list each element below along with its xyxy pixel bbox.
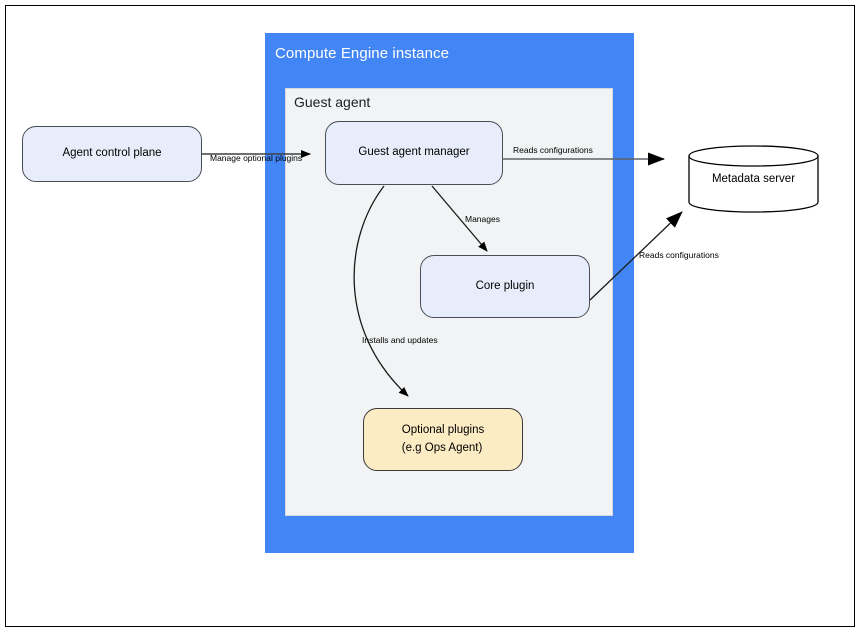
- edge-label-reads-configurations-manager: Reads configurations: [513, 145, 593, 155]
- node-optional-plugins[interactable]: Optional plugins (e.g Ops Agent): [363, 408, 523, 471]
- node-optional-plugins-label-line2: (e.g Ops Agent): [401, 441, 483, 454]
- edge-label-manage-optional-plugins: Manage optional plugins: [210, 153, 303, 163]
- cylinder-shape: [688, 145, 819, 213]
- node-core-plugin[interactable]: Core plugin: [420, 255, 590, 318]
- node-guest-agent-manager[interactable]: Guest agent manager: [325, 121, 503, 185]
- guest-agent-label: Guest agent: [294, 94, 371, 110]
- node-optional-plugins-label-line1: Optional plugins: [401, 423, 485, 436]
- edge-label-reads-configurations-core-plugin: Reads configurations: [639, 250, 719, 260]
- node-agent-control-plane[interactable]: Agent control plane: [22, 126, 202, 182]
- node-guest-agent-manager-label: Guest agent manager: [358, 146, 470, 159]
- node-core-plugin-label: Core plugin: [475, 279, 535, 292]
- edge-label-manages: Manages: [465, 214, 500, 224]
- node-optional-plugins-label: Optional plugins (e.g Ops Agent): [402, 422, 484, 458]
- edge-label-installs-and-updates: Installs and updates: [362, 335, 438, 345]
- compute-engine-instance-label: Compute Engine instance: [275, 45, 450, 62]
- node-agent-control-plane-label: Agent control plane: [62, 147, 162, 160]
- node-metadata-server[interactable]: Metadata server: [688, 145, 819, 213]
